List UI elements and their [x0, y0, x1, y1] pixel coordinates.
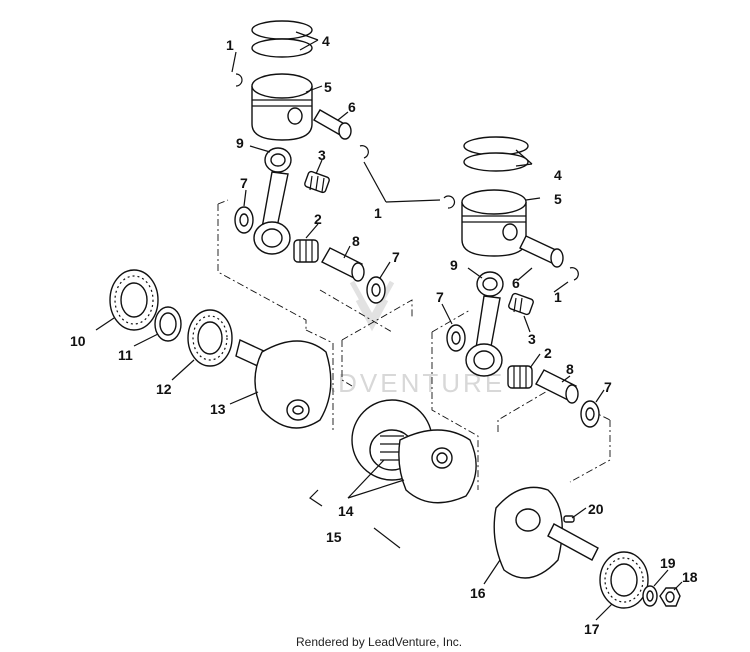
circlip-left-top[interactable] [235, 73, 243, 87]
callout-9: 9 [236, 135, 244, 151]
main-bearing-inner-left[interactable] [187, 309, 233, 367]
callout-7: 7 [240, 175, 248, 191]
callout-14: 14 [338, 503, 354, 519]
footer-credit: Rendered by LeadVenture, Inc. [296, 635, 462, 649]
callout-16: 16 [470, 585, 486, 601]
connecting-rod-left[interactable] [253, 147, 292, 255]
piston-pin-left[interactable] [313, 109, 352, 140]
callout-20: 20 [588, 501, 604, 517]
washer-right[interactable] [642, 585, 658, 607]
callout-18: 18 [682, 569, 698, 585]
circlip-right-right[interactable] [569, 267, 579, 281]
thrust-washer-right-a[interactable] [446, 324, 466, 352]
callout-9: 9 [450, 257, 458, 273]
callout-7: 7 [604, 379, 612, 395]
main-bearing-left[interactable] [109, 269, 159, 331]
nut-right[interactable] [659, 587, 681, 607]
dashed-boxes [217, 199, 611, 490]
callout-8: 8 [566, 361, 574, 377]
crank-pin-right[interactable] [535, 369, 579, 404]
needle-bearing-small-right[interactable] [508, 292, 534, 316]
crank-half-left[interactable] [235, 339, 332, 429]
callout-13: 13 [210, 401, 226, 417]
callout-19: 19 [660, 555, 676, 571]
callout-4: 4 [554, 167, 562, 183]
circlip-right-top[interactable] [443, 195, 456, 209]
spacer-ring[interactable] [154, 306, 182, 342]
callout-1: 1 [374, 205, 382, 221]
main-bearing-right[interactable] [599, 551, 649, 609]
needle-bearing-large-left[interactable] [293, 239, 319, 263]
callout-2: 2 [314, 211, 322, 227]
callout-12: 12 [156, 381, 172, 397]
callout-4: 4 [322, 33, 330, 49]
callout-15: 15 [326, 529, 342, 545]
woodruff-key[interactable] [563, 515, 575, 523]
thrust-washer-left-a[interactable] [234, 206, 254, 234]
callout-2: 2 [544, 345, 552, 361]
crank-halves-center[interactable] [351, 399, 477, 504]
callout-17: 17 [584, 621, 600, 637]
needle-bearing-large-right[interactable] [507, 365, 533, 389]
callout-5: 5 [324, 79, 332, 95]
piston-pin-right[interactable] [519, 235, 564, 268]
callout-10: 10 [70, 333, 86, 349]
callout-1: 1 [226, 37, 234, 53]
crank-pin-left[interactable] [321, 247, 365, 282]
callout-8: 8 [352, 233, 360, 249]
needle-bearing-small-left[interactable] [304, 170, 330, 194]
callout-3: 3 [528, 331, 536, 347]
callout-6: 6 [512, 275, 520, 291]
thrust-washer-left-b[interactable] [366, 276, 386, 304]
piston-right[interactable] [461, 189, 527, 257]
callout-1: 1 [554, 289, 562, 305]
crank-half-right[interactable] [493, 486, 599, 579]
callout-7: 7 [436, 289, 444, 305]
callouts: 1 4 5 6 9 3 7 2 8 7 1 4 5 9 6 1 7 3 2 8 … [70, 33, 698, 637]
callout-3: 3 [318, 147, 326, 163]
piston-left[interactable] [251, 73, 313, 141]
callout-6: 6 [348, 99, 356, 115]
callout-5: 5 [554, 191, 562, 207]
thrust-washer-right-b[interactable] [580, 400, 600, 428]
connecting-rod-right[interactable] [465, 271, 504, 377]
callout-11: 11 [118, 347, 133, 363]
leader-lines [95, 31, 683, 621]
piston-ring-right[interactable] [463, 136, 529, 172]
piston-ring-left[interactable] [251, 20, 313, 58]
circlip-left-right[interactable] [359, 145, 369, 159]
callout-7: 7 [392, 249, 400, 265]
